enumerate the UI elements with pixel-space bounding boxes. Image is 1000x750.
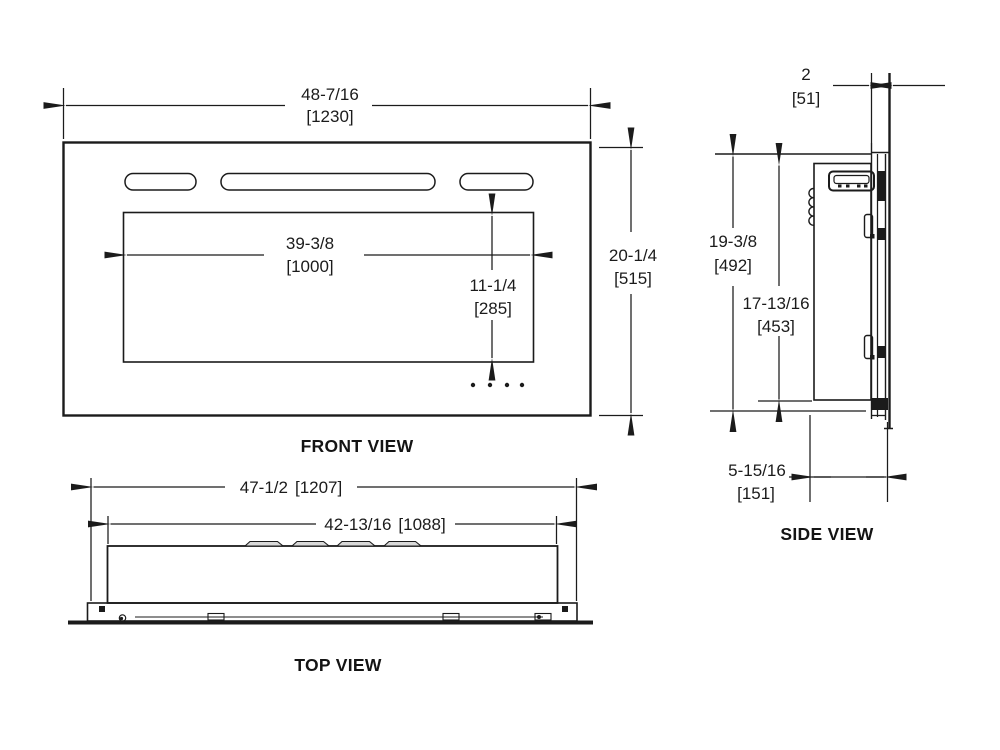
flange-screw: [562, 606, 568, 612]
front-outer-outline: [62, 141, 592, 417]
protrusion-depth-in: 2: [801, 65, 810, 84]
mounting-bracket-outline: [828, 170, 875, 192]
side-clip-lower: [863, 334, 874, 360]
glass-width-in: 39-3/8: [286, 234, 334, 253]
top-body-width-mm: [1088]: [398, 515, 445, 534]
flange-details: [99, 606, 568, 622]
side-recess-height-mm: [453]: [757, 317, 795, 336]
clip-screw: [870, 234, 875, 239]
side-view-label: SIDE VIEW: [780, 524, 873, 544]
side-view: 2 [51] 19-3/8 [492]: [709, 65, 945, 544]
top-view: 47-1/2 [1207] 42-13/16 [1088] TOP VIEW: [68, 478, 597, 675]
top-overall-width: 47-1/2 [1207]: [240, 478, 342, 497]
front-vent-left: [124, 172, 197, 191]
control-dot: [504, 382, 510, 388]
front-overall-height-mm: [515]: [614, 269, 652, 288]
flange-fastener: [118, 614, 127, 622]
side-recess-height-in: 17-13/16: [742, 294, 809, 313]
cord-coil: [808, 187, 814, 226]
glass-width-mm: [1000]: [286, 257, 333, 276]
top-view-label: TOP VIEW: [294, 655, 382, 675]
glass-height-mm: [285]: [474, 299, 512, 318]
front-vent-right: [459, 172, 534, 191]
front-view-label: FRONT VIEW: [301, 436, 414, 456]
flange-fastener-dot: [537, 615, 541, 619]
front-view: 48-7/16 [1230] 20-1/4 [515] 39-3/8 [1000…: [43, 85, 657, 456]
side-overall-depth-in: 5-15/16: [728, 461, 786, 480]
top-body-width-in: 42-13/16: [324, 515, 391, 534]
side-overall-depth-mm: [151]: [737, 484, 775, 503]
control-dot: [470, 382, 476, 388]
control-dot: [519, 382, 525, 388]
front-glass-outline: [122, 211, 535, 363]
frame-detail: [877, 171, 886, 201]
front-vent-center: [220, 172, 436, 191]
frame-detail: [877, 346, 886, 358]
louver: [290, 540, 331, 547]
side-overall-height-mm: [492]: [714, 256, 752, 275]
bracket-tick: [864, 184, 868, 188]
mounting-bracket-slot: [833, 174, 870, 185]
glass-height-in: 11-1/4: [470, 276, 517, 295]
flange-screw: [99, 606, 105, 612]
frame-bottom-step: [872, 398, 888, 410]
top-overall-width-in: 47-1/2: [240, 478, 288, 497]
frame-detail: [877, 228, 886, 240]
front-overall-width-in: 48-7/16: [301, 85, 359, 104]
control-dots: [470, 382, 525, 388]
top-body-outline: [106, 545, 559, 604]
flange-slot: [207, 612, 225, 621]
top-body-width: 42-13/16 [1088]: [324, 515, 445, 534]
side-overall-height-in: 19-3/8: [709, 232, 757, 251]
bracket-ticks: [838, 184, 868, 188]
bracket-tick: [846, 184, 850, 188]
top-overall-width-mm: [1207]: [295, 478, 342, 497]
clip-screw: [870, 355, 875, 360]
front-overall-height-in: 20-1/4: [609, 246, 657, 265]
flange-slot: [442, 612, 460, 621]
side-body-outline: [813, 162, 872, 401]
flange-fastener-dot: [119, 616, 124, 621]
louver: [382, 540, 423, 547]
top-louvers: [243, 540, 423, 547]
louver: [335, 540, 377, 547]
bracket-tick: [838, 184, 842, 188]
flange-slot: [534, 612, 552, 621]
louver: [243, 540, 285, 547]
protrusion-depth-mm: [51]: [792, 89, 820, 108]
bracket-tick: [857, 184, 861, 188]
control-dot: [487, 382, 493, 388]
top-flange-outline: [86, 602, 578, 622]
front-overall-width-mm: [1230]: [306, 107, 353, 126]
side-clip-upper: [863, 213, 874, 239]
